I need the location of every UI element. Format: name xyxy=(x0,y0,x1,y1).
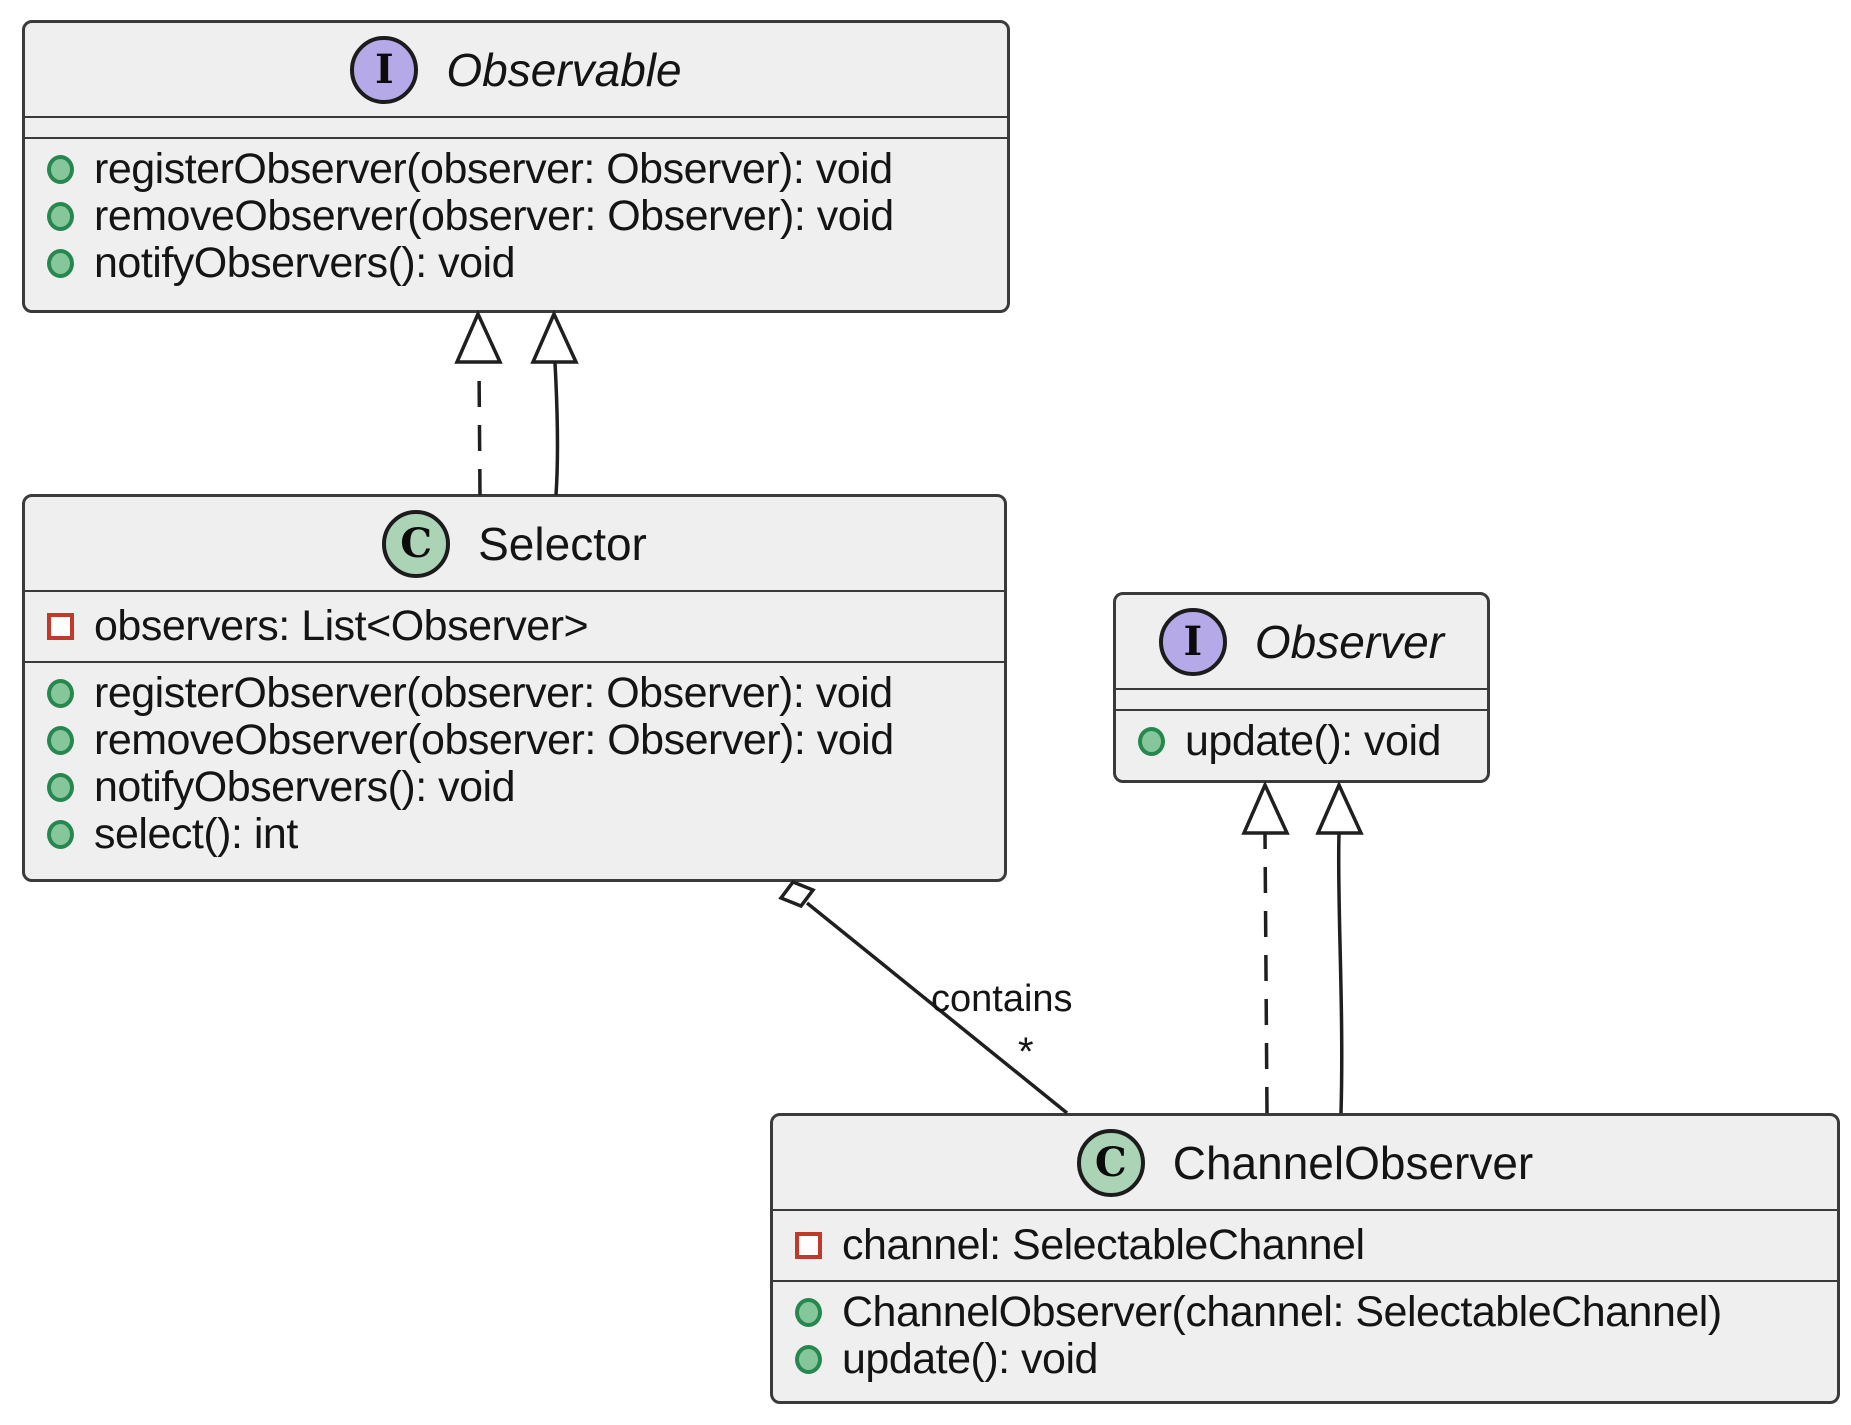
hollow-triangle-arrowhead xyxy=(1315,780,1364,835)
method-row: update(): void xyxy=(1116,718,1487,765)
multiplicity-label: * xyxy=(1018,1030,1034,1074)
public-method-icon xyxy=(47,202,74,231)
public-method-icon xyxy=(1138,727,1165,756)
hollow-triangle-arrowhead xyxy=(1241,780,1290,835)
field-row: observers: List<Observer> xyxy=(25,603,1004,650)
public-method-icon xyxy=(795,1345,822,1374)
icon-letter: I xyxy=(1183,617,1203,665)
attributes-section xyxy=(25,118,1007,139)
field-row: channel: SelectableChannel xyxy=(773,1222,1837,1269)
class-title: Observer xyxy=(1254,615,1445,668)
private-field-icon xyxy=(795,1232,822,1259)
interface-icon: I xyxy=(350,35,419,104)
method-text: ChannelObserver(channel: SelectableChann… xyxy=(842,1288,1722,1336)
method-row: removeObserver(observer: Observer): void xyxy=(25,193,1007,240)
method-row: removeObserver(observer: Observer): void xyxy=(25,717,1004,764)
methods-section: registerObserver(observer: Observer): vo… xyxy=(25,663,1004,858)
aggregation-label: contains xyxy=(931,978,1073,1020)
dashed-edge-line xyxy=(1263,833,1269,1114)
methods-section: registerObserver(observer: Observer): vo… xyxy=(25,139,1007,287)
attributes-section xyxy=(1116,690,1487,711)
hollow-triangle-arrowhead xyxy=(530,309,579,364)
method-row: notifyObservers(): void xyxy=(25,764,1004,811)
public-method-icon xyxy=(795,1298,822,1327)
public-method-icon xyxy=(47,155,74,184)
class-box-selector: C Selector observers: List<Observer> reg… xyxy=(22,494,1007,882)
method-text: select(): int xyxy=(94,810,298,858)
method-text: registerObserver(observer: Observer): vo… xyxy=(94,669,893,717)
public-method-icon xyxy=(47,679,74,708)
method-row: ChannelObserver(channel: SelectableChann… xyxy=(773,1289,1837,1336)
method-text: update(): void xyxy=(1185,717,1441,765)
icon-letter: I xyxy=(375,45,394,93)
class-icon: C xyxy=(382,509,451,578)
class-box-channelobserver: C ChannelObserver channel: SelectableCha… xyxy=(770,1113,1840,1404)
icon-letter: C xyxy=(1094,1138,1127,1186)
method-row: notifyObservers(): void xyxy=(25,240,1007,287)
method-text: notifyObservers(): void xyxy=(94,763,516,811)
public-method-icon xyxy=(47,820,74,849)
solid-edge-line xyxy=(1336,833,1344,1114)
public-method-icon xyxy=(47,773,74,802)
method-text: notifyObservers(): void xyxy=(94,239,516,287)
dashed-edge-line xyxy=(477,362,482,496)
solid-edge-line xyxy=(553,362,560,496)
class-title: Observable xyxy=(446,43,682,96)
method-text: update(): void xyxy=(842,1335,1098,1383)
class-header: C ChannelObserver xyxy=(773,1116,1837,1211)
method-text: removeObserver(observer: Observer): void xyxy=(94,716,894,764)
method-row: registerObserver(observer: Observer): vo… xyxy=(25,670,1004,717)
generalization-selector-observable xyxy=(530,309,579,496)
method-row: registerObserver(observer: Observer): vo… xyxy=(25,146,1007,193)
field-text: observers: List<Observer> xyxy=(94,602,589,650)
field-text: channel: SelectableChannel xyxy=(842,1221,1365,1269)
attributes-section: channel: SelectableChannel xyxy=(773,1211,1837,1282)
method-text: registerObserver(observer: Observer): vo… xyxy=(94,145,893,193)
class-header: C Selector xyxy=(25,497,1004,592)
class-title: Selector xyxy=(478,517,647,570)
private-field-icon xyxy=(47,613,74,640)
interface-icon: I xyxy=(1158,607,1227,676)
public-method-icon xyxy=(47,726,74,755)
method-row: update(): void xyxy=(773,1336,1837,1383)
class-box-observer: I Observer update(): void xyxy=(1113,592,1490,783)
hollow-triangle-arrowhead xyxy=(454,309,503,364)
class-box-observable: I Observable registerObserver(observer: … xyxy=(22,20,1010,313)
generalization-channelobserver-observer xyxy=(1315,780,1364,1114)
class-header: I Observable xyxy=(25,23,1007,118)
methods-section: ChannelObserver(channel: SelectableChann… xyxy=(773,1282,1837,1383)
method-row: select(): int xyxy=(25,811,1004,858)
aggregation-diamond-icon xyxy=(778,879,816,909)
realization-channelobserver-observer xyxy=(1241,780,1290,1114)
public-method-icon xyxy=(47,249,74,278)
class-header: I Observer xyxy=(1116,595,1487,690)
icon-letter: C xyxy=(400,519,433,567)
attributes-section: observers: List<Observer> xyxy=(25,592,1004,663)
method-text: removeObserver(observer: Observer): void xyxy=(94,192,894,240)
class-title: ChannelObserver xyxy=(1172,1136,1534,1189)
class-icon: C xyxy=(1076,1128,1145,1197)
realization-selector-observable xyxy=(454,309,503,496)
methods-section: update(): void xyxy=(1116,711,1487,765)
